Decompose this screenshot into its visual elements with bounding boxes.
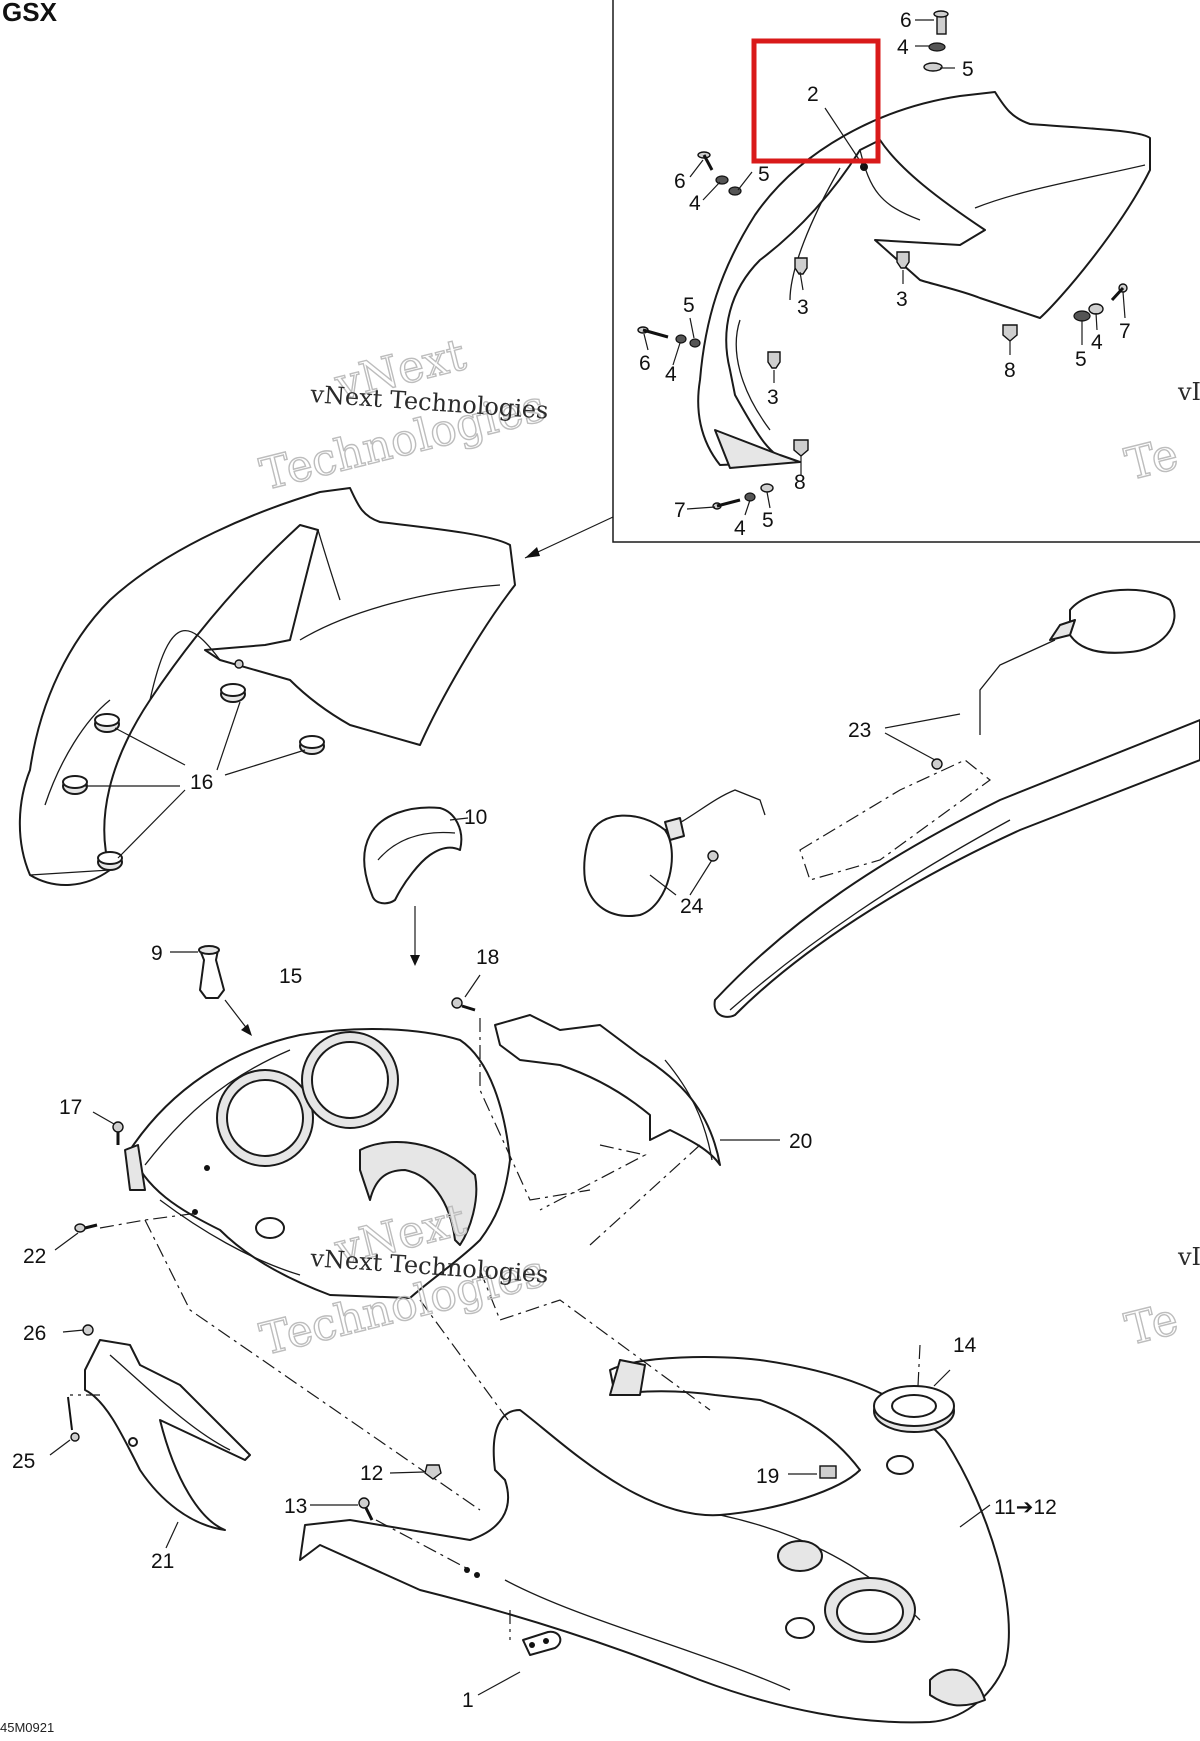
inset-hardware (637, 10, 1128, 510)
watermark-top: vNext Technologies vNext Technologies (255, 329, 551, 502)
part-20-panel (494, 1014, 780, 1166)
label-5: 5 (683, 294, 695, 317)
label-5: 5 (1075, 348, 1087, 371)
label-14: 14 (953, 1334, 977, 1357)
label-15: 15 (279, 965, 302, 988)
label-2: 2 (807, 83, 819, 106)
leaders-16 (85, 701, 306, 859)
label-9: 9 (151, 942, 163, 965)
part-18-screw (451, 974, 591, 1201)
label-23: 23 (848, 719, 871, 742)
label-6: 6 (900, 9, 912, 32)
windshield-main (18, 487, 516, 886)
label-6: 6 (674, 170, 686, 193)
watermark-edge: vI Te vI Te (1120, 378, 1200, 1356)
drawing-code: 45M0921 (0, 1720, 55, 1735)
parts-17-22 (54, 1111, 481, 1511)
label-18: 18 (476, 946, 499, 969)
label-4: 4 (897, 36, 909, 59)
label-7: 7 (1119, 320, 1131, 343)
svg-text:Te: Te (1120, 1294, 1183, 1356)
inset-labels: 6 4 5 2 6 4 5 3 3 5 6 4 3 8 5 4 7 8 7 4 … (639, 9, 1131, 540)
label-20: 20 (789, 1130, 812, 1153)
part-14-grommet (873, 1344, 955, 1433)
label-11-to-12: 11➔12 (994, 1496, 1057, 1519)
svg-text:vI: vI (1177, 1243, 1200, 1271)
label-5: 5 (762, 509, 774, 532)
label-16: 16 (190, 771, 213, 794)
highlight-box-part-2[interactable] (751, 38, 881, 164)
label-3: 3 (896, 288, 908, 311)
svg-text:vI: vI (1177, 378, 1200, 406)
handlebar-mirrors (583, 588, 1200, 1018)
label-4: 4 (665, 363, 677, 386)
assembly-lines (419, 1144, 711, 1421)
detail-inset-frame (612, 0, 1200, 543)
parts-12-13-19-1 (310, 1464, 991, 1696)
inset-arrow-head (525, 547, 540, 558)
label-8: 8 (794, 471, 806, 494)
label-8: 8 (1004, 359, 1016, 382)
inset-arrow (524, 516, 614, 559)
label-7: 7 (674, 499, 686, 522)
part-11-lower-console (299, 1356, 1010, 1724)
label-5: 5 (758, 163, 770, 186)
label-17: 17 (59, 1096, 82, 1119)
inset-windshield (697, 91, 1151, 469)
model-title: GSX (2, 0, 57, 27)
inset-leaders (643, 19, 1126, 516)
label-5: 5 (962, 58, 974, 81)
label-22: 22 (23, 1245, 46, 1268)
label-4: 4 (734, 517, 746, 540)
label-21: 21 (151, 1550, 174, 1573)
label-13: 13 (284, 1495, 307, 1518)
part-10-cover (363, 806, 469, 966)
leaders-23-24 (649, 713, 961, 896)
label-26: 26 (23, 1322, 46, 1345)
label-19: 19 (756, 1465, 779, 1488)
label-10: 10 (464, 806, 487, 829)
part-9-socket (170, 945, 252, 1036)
part-15-console (124, 1028, 511, 1299)
part-21-bracket (49, 1324, 251, 1549)
label-3: 3 (767, 386, 779, 409)
label-1: 1 (462, 1689, 474, 1712)
label-4: 4 (1091, 331, 1103, 354)
main-labels: 16 10 23 24 9 15 18 17 20 22 26 14 25 12… (12, 719, 1057, 1712)
label-25: 25 (12, 1450, 35, 1473)
label-24: 24 (680, 895, 704, 918)
label-12: 12 (360, 1462, 383, 1485)
label-3: 3 (797, 296, 809, 319)
svg-text:Te: Te (1120, 429, 1183, 491)
label-6: 6 (639, 352, 651, 375)
label-4: 4 (689, 192, 701, 215)
